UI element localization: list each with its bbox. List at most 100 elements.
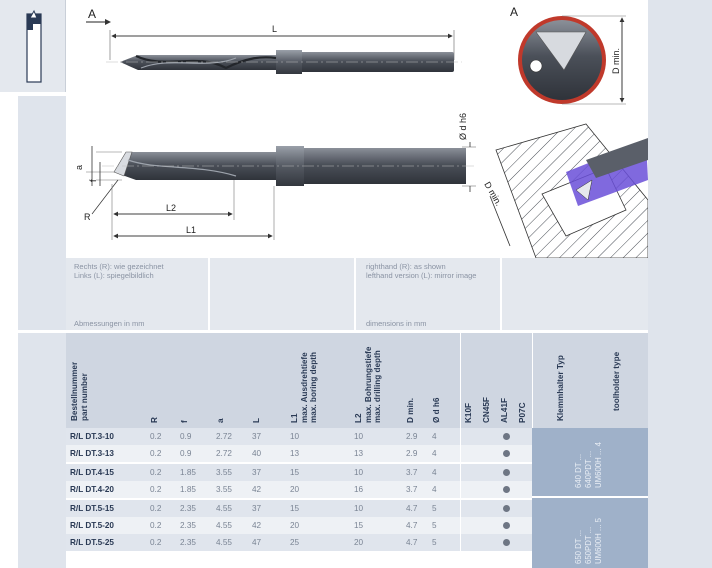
left-band-lower xyxy=(18,333,66,568)
notes-band: Rechts (R): wie gezeichnet Links (L): sp… xyxy=(66,258,648,330)
dim-a-label: a xyxy=(74,165,84,170)
part-number-cell: R/L DT.3-13 xyxy=(70,449,114,458)
cell-f: 1.85 xyxy=(180,468,196,477)
availability-dot xyxy=(503,505,510,512)
cell-d: 4 xyxy=(432,432,437,441)
note-cell-en: righthand (R): as shown lefthand version… xyxy=(358,258,502,330)
dim-D-section-label: D min. xyxy=(482,180,504,208)
cell-l: 37 xyxy=(252,504,262,513)
cell-l: 42 xyxy=(252,521,262,530)
cell-r: 0.2 xyxy=(150,449,162,458)
cell-l2: 10 xyxy=(354,432,364,441)
availability-dot xyxy=(503,469,510,476)
boring-bar-icon xyxy=(26,9,42,83)
dim-L1-label: L1 xyxy=(186,225,196,235)
cell-l2: 10 xyxy=(354,468,364,477)
note-de-units: Abmessungen in mm xyxy=(74,319,145,328)
header-grade-k10f: K10F xyxy=(464,402,473,423)
cell-d: 4 xyxy=(432,449,437,458)
cell-d: 3.7 xyxy=(406,468,418,477)
cell-d: 4 xyxy=(432,485,437,494)
cell-f: 1.85 xyxy=(180,485,196,494)
note-cell-de: Rechts (R): wie gezeichnet Links (L): sp… xyxy=(66,258,210,330)
cell-d: 5 xyxy=(432,538,437,547)
holder-group-1: 640 DT ... 640PDT ... UM600H ... 4 xyxy=(574,442,603,488)
note-cell-empty-2 xyxy=(504,258,648,330)
cell-l1: 20 xyxy=(290,485,300,494)
cell-a: 3.55 xyxy=(216,468,232,477)
header-R: R xyxy=(150,417,159,423)
part-number-cell: R/L DT.4-15 xyxy=(70,468,114,477)
note-de-line2: Links (L): spiegelbildlich xyxy=(74,271,154,280)
tool-side-view xyxy=(102,146,476,186)
cell-d: 4 xyxy=(432,468,437,477)
cell-a: 4.55 xyxy=(216,504,232,513)
cell-l2: 13 xyxy=(354,449,364,458)
part-number-cell: R/L DT.5-25 xyxy=(70,538,114,547)
right-margin xyxy=(648,0,712,568)
header-L: L xyxy=(252,417,261,423)
cell-r: 0.2 xyxy=(150,538,162,547)
spec-table: Bestellnummer part number R f a L L1 max… xyxy=(66,333,648,568)
cell-r: 0.2 xyxy=(150,521,162,530)
cell-a: 4.55 xyxy=(216,538,232,547)
dim-R-label: R xyxy=(84,212,91,222)
header-holder-de: Klemmhalter Typ xyxy=(556,355,565,421)
note-en-units: dimensions in mm xyxy=(366,319,427,328)
cell-r: 0.2 xyxy=(150,504,162,513)
cell-d: 4.7 xyxy=(406,538,418,547)
section-view-circle xyxy=(518,16,606,104)
view-label-a: A xyxy=(88,7,96,21)
availability-dot xyxy=(503,433,510,440)
holder-column: 640 DT ... 640PDT ... UM600H ... 4 650 D… xyxy=(532,428,648,568)
part-number-cell: R/L DT.5-15 xyxy=(70,504,114,513)
note-en-line1: righthand (R): as shown xyxy=(366,262,446,271)
note-cell-empty-1 xyxy=(212,258,356,330)
tool-type-icon-box xyxy=(0,0,66,92)
tool-top-view xyxy=(106,50,462,74)
header-grade-cn45f: CN45F xyxy=(482,397,491,423)
cell-d: 4.7 xyxy=(406,504,418,513)
cell-d: 3.7 xyxy=(406,485,418,494)
availability-dot xyxy=(503,486,510,493)
cell-d: 4.7 xyxy=(406,521,418,530)
dim-f-label: f xyxy=(88,179,98,182)
cell-a: 4.55 xyxy=(216,521,232,530)
cell-d: 5 xyxy=(432,504,437,513)
cell-a: 2.72 xyxy=(216,449,232,458)
cell-l1: 10 xyxy=(290,432,300,441)
header-d-h6: Ø d h6 xyxy=(432,397,441,423)
cell-l2: 15 xyxy=(354,521,364,530)
header-a: a xyxy=(216,418,225,423)
grade-separator xyxy=(460,333,461,428)
cell-a: 3.55 xyxy=(216,485,232,494)
header-f: f xyxy=(180,420,189,423)
cell-l: 47 xyxy=(252,538,262,547)
cell-l1: 20 xyxy=(290,521,300,530)
header-holder-en: toolholder type xyxy=(612,351,621,411)
cell-d: 5 xyxy=(432,521,437,530)
cell-l: 42 xyxy=(252,485,262,494)
holder-group-2: 650 DT ... 650PDT ... UM600H ... 5 xyxy=(574,518,603,564)
holder-separator xyxy=(532,333,533,428)
cell-d: 2.9 xyxy=(406,449,418,458)
cell-f: 2.35 xyxy=(180,538,196,547)
part-number-cell: R/L DT.3-10 xyxy=(70,432,114,441)
left-band-upper xyxy=(18,96,66,330)
header-D-min: D min. xyxy=(406,397,415,423)
technical-drawing: A L xyxy=(66,0,649,259)
part-number-cell: R/L DT.4-20 xyxy=(70,485,114,494)
cell-f: 2.35 xyxy=(180,504,196,513)
cell-l2: 16 xyxy=(354,485,364,494)
cell-l: 37 xyxy=(252,468,262,477)
dim-d-label: Ø d h6 xyxy=(458,113,468,140)
dim-D-top-label: D min. xyxy=(611,48,621,74)
header-grade-al41f: AL41F xyxy=(500,397,509,423)
